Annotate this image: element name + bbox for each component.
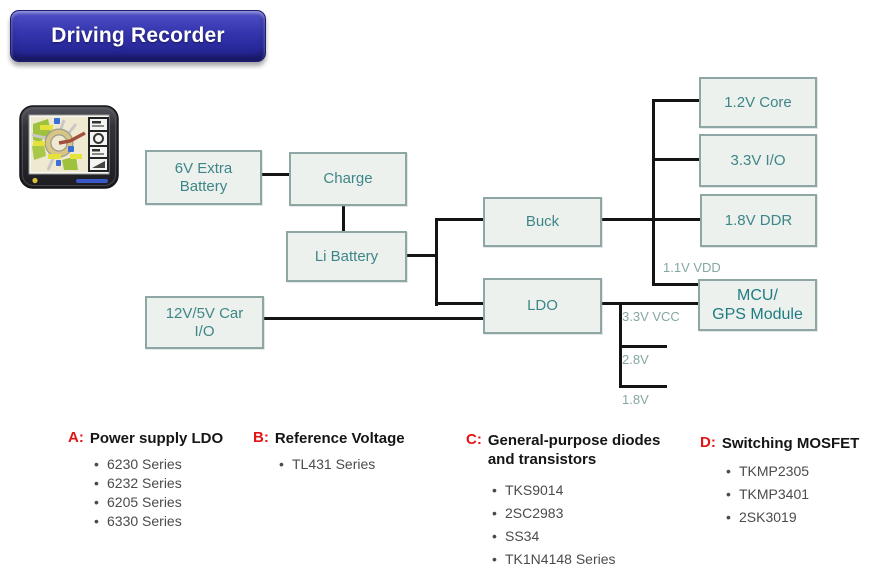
section-letter: C: (466, 431, 482, 448)
wire-to-buck (435, 218, 485, 221)
wire-to-io (652, 158, 701, 161)
list-item: TL431 Series (279, 455, 433, 474)
wire-stub-2v8 (619, 345, 667, 348)
section-reference-voltage: B: Reference Voltage TL431 Series (253, 429, 433, 474)
part-list: 6230 Series 6232 Series 6205 Series 6330… (94, 455, 243, 531)
box-li-battery: Li Battery (286, 231, 407, 282)
section-header: A: Power supply LDO (68, 429, 243, 448)
box-ldo: LDO (483, 278, 602, 334)
section-header: C: General-purpose diodes and transistor… (466, 431, 681, 469)
section-power-supply-ldo: A: Power supply LDO 6230 Series 6232 Ser… (68, 429, 243, 531)
list-item: TKS9014 (492, 479, 681, 502)
title-banner: Driving Recorder (10, 10, 266, 62)
net-label-vdd: 1.1V VDD (663, 260, 721, 275)
list-item: TK1N4148 Series (492, 548, 681, 571)
part-list: TKMP2305 TKMP3401 2SK3019 (726, 460, 880, 529)
wire-ldo-to-mcu (596, 302, 700, 305)
section-title: Switching MOSFET (721, 435, 860, 452)
box-1v8-ddr: 1.8V DDR (700, 194, 817, 247)
wire-battery-to-charge (256, 173, 291, 176)
box-buck: Buck (483, 197, 602, 247)
wire-stub-1v8 (619, 385, 667, 388)
list-item: 2SK3019 (726, 506, 880, 529)
list-item: TKMP3401 (726, 483, 880, 506)
box-car-io: 12V/5V Car I/O (145, 296, 264, 349)
wire-trunk-left (435, 218, 438, 306)
list-item: 6205 Series (94, 493, 243, 512)
section-title: General-purpose diodes and transistors (487, 432, 661, 468)
wire-trunk-right (652, 99, 655, 286)
wire-charge-to-libattery (342, 200, 345, 233)
wire-buck-to-ddr (596, 218, 702, 221)
list-item: 6230 Series (94, 455, 243, 474)
part-list: TL431 Series (279, 455, 433, 474)
box-3v3-io: 3.3V I/O (699, 134, 817, 187)
section-title: Power supply LDO (89, 430, 224, 447)
section-letter: A: (68, 429, 84, 446)
wire-vdd-to-mcu (652, 283, 700, 286)
part-list: TKS9014 2SC2983 SS34 TK1N4148 Series (492, 479, 681, 571)
list-item: 2SC2983 (492, 502, 681, 525)
section-letter: B: (253, 429, 269, 446)
net-label-1v8: 1.8V (622, 392, 649, 407)
box-mcu-gps: MCU/ GPS Module (698, 279, 817, 331)
section-header: D: Switching MOSFET (700, 434, 880, 453)
section-header: B: Reference Voltage (253, 429, 433, 448)
section-switching-mosfet: D: Switching MOSFET TKMP2305 TKMP3401 2S… (700, 434, 880, 529)
box-extra-battery: 6V Extra Battery (145, 150, 262, 205)
list-item: 6330 Series (94, 512, 243, 531)
section-letter: D: (700, 434, 716, 451)
gps-device-image (19, 105, 119, 189)
page-title: Driving Recorder (51, 24, 225, 47)
section-title: Reference Voltage (274, 430, 405, 447)
wire-cario-to-ldo (258, 317, 485, 320)
net-label-vcc: 3.3V VCC (622, 309, 680, 324)
box-charge: Charge (289, 152, 407, 206)
list-item: 6232 Series (94, 474, 243, 493)
box-1v2-core: 1.2V Core (699, 77, 817, 128)
net-label-2v8: 2.8V (622, 352, 649, 367)
wire-libattery-out (401, 254, 438, 257)
list-item: SS34 (492, 525, 681, 548)
wire-to-ldo (435, 302, 485, 305)
section-diodes-transistors: C: General-purpose diodes and transistor… (466, 431, 681, 571)
wire-to-core (652, 99, 701, 102)
list-item: TKMP2305 (726, 460, 880, 483)
